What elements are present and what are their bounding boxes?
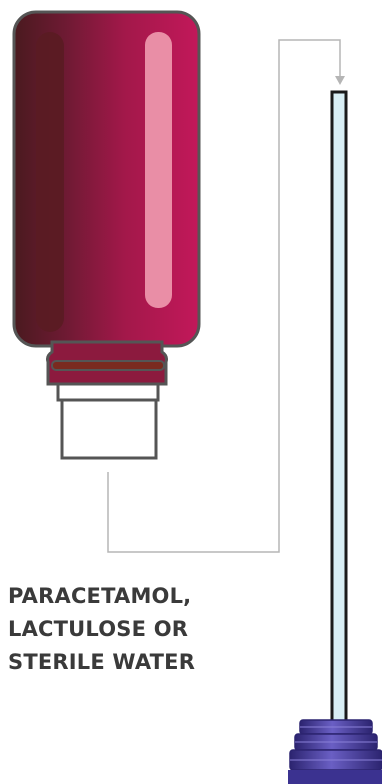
label-line-3: STERILE WATER [8,646,248,679]
tube-connector-foot [288,770,382,784]
bottle-cap-rim [58,384,158,400]
syringe-tube-icon [288,92,382,784]
medicine-bottle-icon [14,12,199,458]
medication-label: PARACETAMOL, LACTULOSE OR STERILE WATER [8,580,248,679]
tube-body [332,92,346,742]
bottle-neck-ring [52,361,164,370]
bottle-cap [62,400,156,458]
label-line-2: LACTULOSE OR [8,613,248,646]
bottle-highlight [145,32,172,308]
bottle-shadow [36,32,64,332]
label-line-1: PARACETAMOL, [8,580,248,613]
arrow-down-icon [335,76,345,85]
